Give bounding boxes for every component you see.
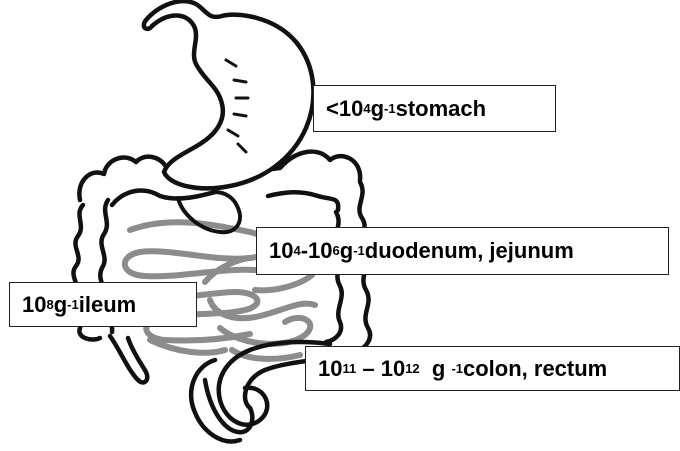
count-base-high: 10 (308, 238, 332, 264)
count-base: 10 (339, 96, 363, 122)
count-base-low: 10 (318, 356, 342, 382)
less-than-symbol: < (326, 96, 339, 122)
count-base-low: 10 (269, 238, 293, 264)
range-dash: – (356, 356, 380, 382)
count-base: 10 (22, 292, 46, 318)
unit-text: g (340, 238, 353, 264)
count-base-high: 10 (381, 356, 405, 382)
unit-text: g (371, 96, 384, 122)
range-dash: - (301, 238, 308, 264)
unit-text: g (54, 292, 67, 318)
site-name: stomach (396, 96, 486, 122)
site-name: colon, rectum (463, 356, 607, 382)
site-name: ileum (79, 292, 136, 318)
unit-text: g (420, 356, 452, 382)
site-name: duodenum, jejunum (365, 238, 574, 264)
